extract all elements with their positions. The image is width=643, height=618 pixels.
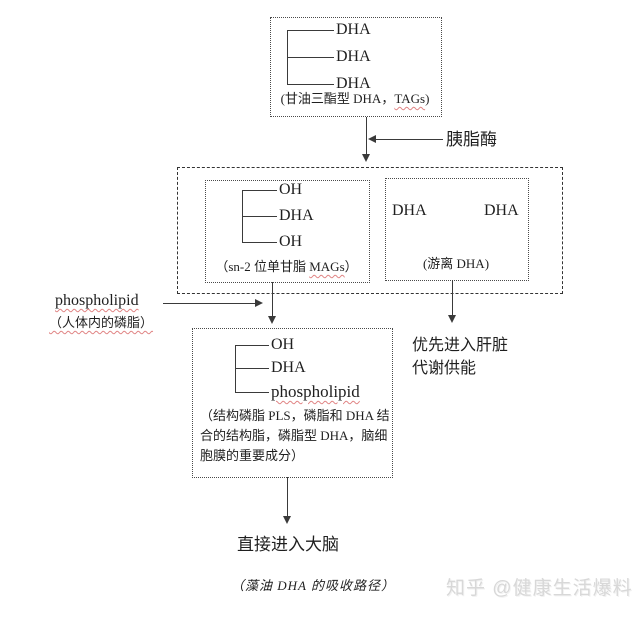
arrow-freedha-to-liver-line bbox=[452, 280, 453, 316]
phospholipid-arrow-head bbox=[255, 299, 263, 307]
tag-box-caption: (甘油三酯型 DHA，TAGs) bbox=[272, 91, 438, 107]
digestion-products-box bbox=[177, 167, 563, 294]
mag-caption-text: （sn-2 位单甘脂 bbox=[215, 259, 310, 274]
structured-pl-box bbox=[192, 328, 393, 478]
mag-caption-flagged-word: MAGs bbox=[309, 259, 345, 274]
tag-chain-label-3: DHA bbox=[336, 75, 371, 92]
phospholipid-source-subtitle: （人体内的磷脂） bbox=[49, 315, 154, 330]
arrow-mag-to-pl-line bbox=[272, 282, 273, 317]
mag-box-caption: （sn-2 位单甘脂 MAGs） bbox=[206, 259, 367, 275]
phospholipid-arrow-line bbox=[163, 303, 256, 304]
pl-chain-label-3: phospholipid bbox=[271, 382, 360, 401]
mag-bracket-tick-2 bbox=[242, 216, 277, 217]
mag-chain-label-1: OH bbox=[279, 181, 303, 198]
pl-bracket-vline bbox=[235, 345, 236, 393]
pl-bracket-tick-3 bbox=[235, 392, 269, 393]
mag-caption-close: ） bbox=[344, 259, 358, 274]
pl-caption-line-2: 合的结构脂，磷脂型 DHA，脑细 bbox=[200, 428, 388, 443]
tag-chain-label-2: DHA bbox=[336, 48, 371, 65]
tag-caption-text: (甘油三酯型 DHA， bbox=[280, 91, 395, 106]
liver-note: 优先进入肝脏 代谢供能 bbox=[412, 334, 508, 380]
arrow-freedha-to-liver-head bbox=[448, 315, 456, 323]
mag-box bbox=[205, 180, 370, 283]
tag-chain-label-1: DHA bbox=[336, 21, 371, 38]
pl-bracket-tick-2 bbox=[235, 368, 269, 369]
pl-caption-line-3: 胞膜的重要成分） bbox=[200, 448, 305, 463]
tag-box bbox=[270, 17, 442, 117]
enzyme-label: 胰脂酶 bbox=[446, 130, 497, 149]
tag-caption-close: ) bbox=[425, 91, 430, 106]
liver-note-line-1: 优先进入肝脏 bbox=[412, 337, 509, 354]
enzyme-arrow-line bbox=[375, 139, 443, 140]
mag-bracket-tick-1 bbox=[242, 190, 277, 191]
brain-note: 直接进入大脑 bbox=[237, 535, 339, 554]
liver-note-line-2: 代谢供能 bbox=[412, 360, 477, 377]
free-dha-caption: (游离 DHA) bbox=[422, 256, 490, 271]
arrow-pl-to-brain-head bbox=[283, 516, 291, 524]
mag-chain-label-3: OH bbox=[279, 233, 303, 250]
free-dha-box bbox=[385, 178, 529, 281]
arrow-tag-to-digest-head bbox=[362, 154, 370, 162]
arrow-pl-to-brain-line bbox=[287, 477, 288, 517]
free-dha-label-2: DHA bbox=[484, 202, 519, 219]
tag-bracket-tick-3 bbox=[287, 84, 334, 85]
pl-box-caption: （结构磷脂 PLS，磷脂和 DHA 结 合的结构脂，磷脂型 DHA，脑细 胞膜的… bbox=[200, 406, 390, 466]
arrow-mag-to-pl-head bbox=[268, 316, 276, 324]
free-dha-label-1: DHA bbox=[392, 202, 427, 219]
arrow-tag-to-digest-line bbox=[366, 117, 367, 155]
watermark: 知乎 @健康生活爆料 bbox=[446, 578, 633, 599]
pl-chain-label-1: OH bbox=[271, 336, 295, 353]
figure-caption: （藻油 DHA 的吸收路径） bbox=[231, 578, 395, 593]
mag-chain-label-2: DHA bbox=[279, 207, 314, 224]
pl-caption-line-1: （结构磷脂 PLS，磷脂和 DHA 结 bbox=[200, 408, 390, 423]
pl-chain-label-2: DHA bbox=[271, 359, 306, 376]
pl-bracket-tick-1 bbox=[235, 345, 269, 346]
tag-bracket-tick-2 bbox=[287, 57, 334, 58]
enzyme-arrow-head bbox=[368, 135, 376, 143]
tag-bracket-tick-1 bbox=[287, 30, 334, 31]
tag-caption-flagged-word: TAGs bbox=[394, 91, 426, 106]
mag-bracket-tick-3 bbox=[242, 242, 277, 243]
phospholipid-source-title: phospholipid bbox=[55, 292, 139, 309]
